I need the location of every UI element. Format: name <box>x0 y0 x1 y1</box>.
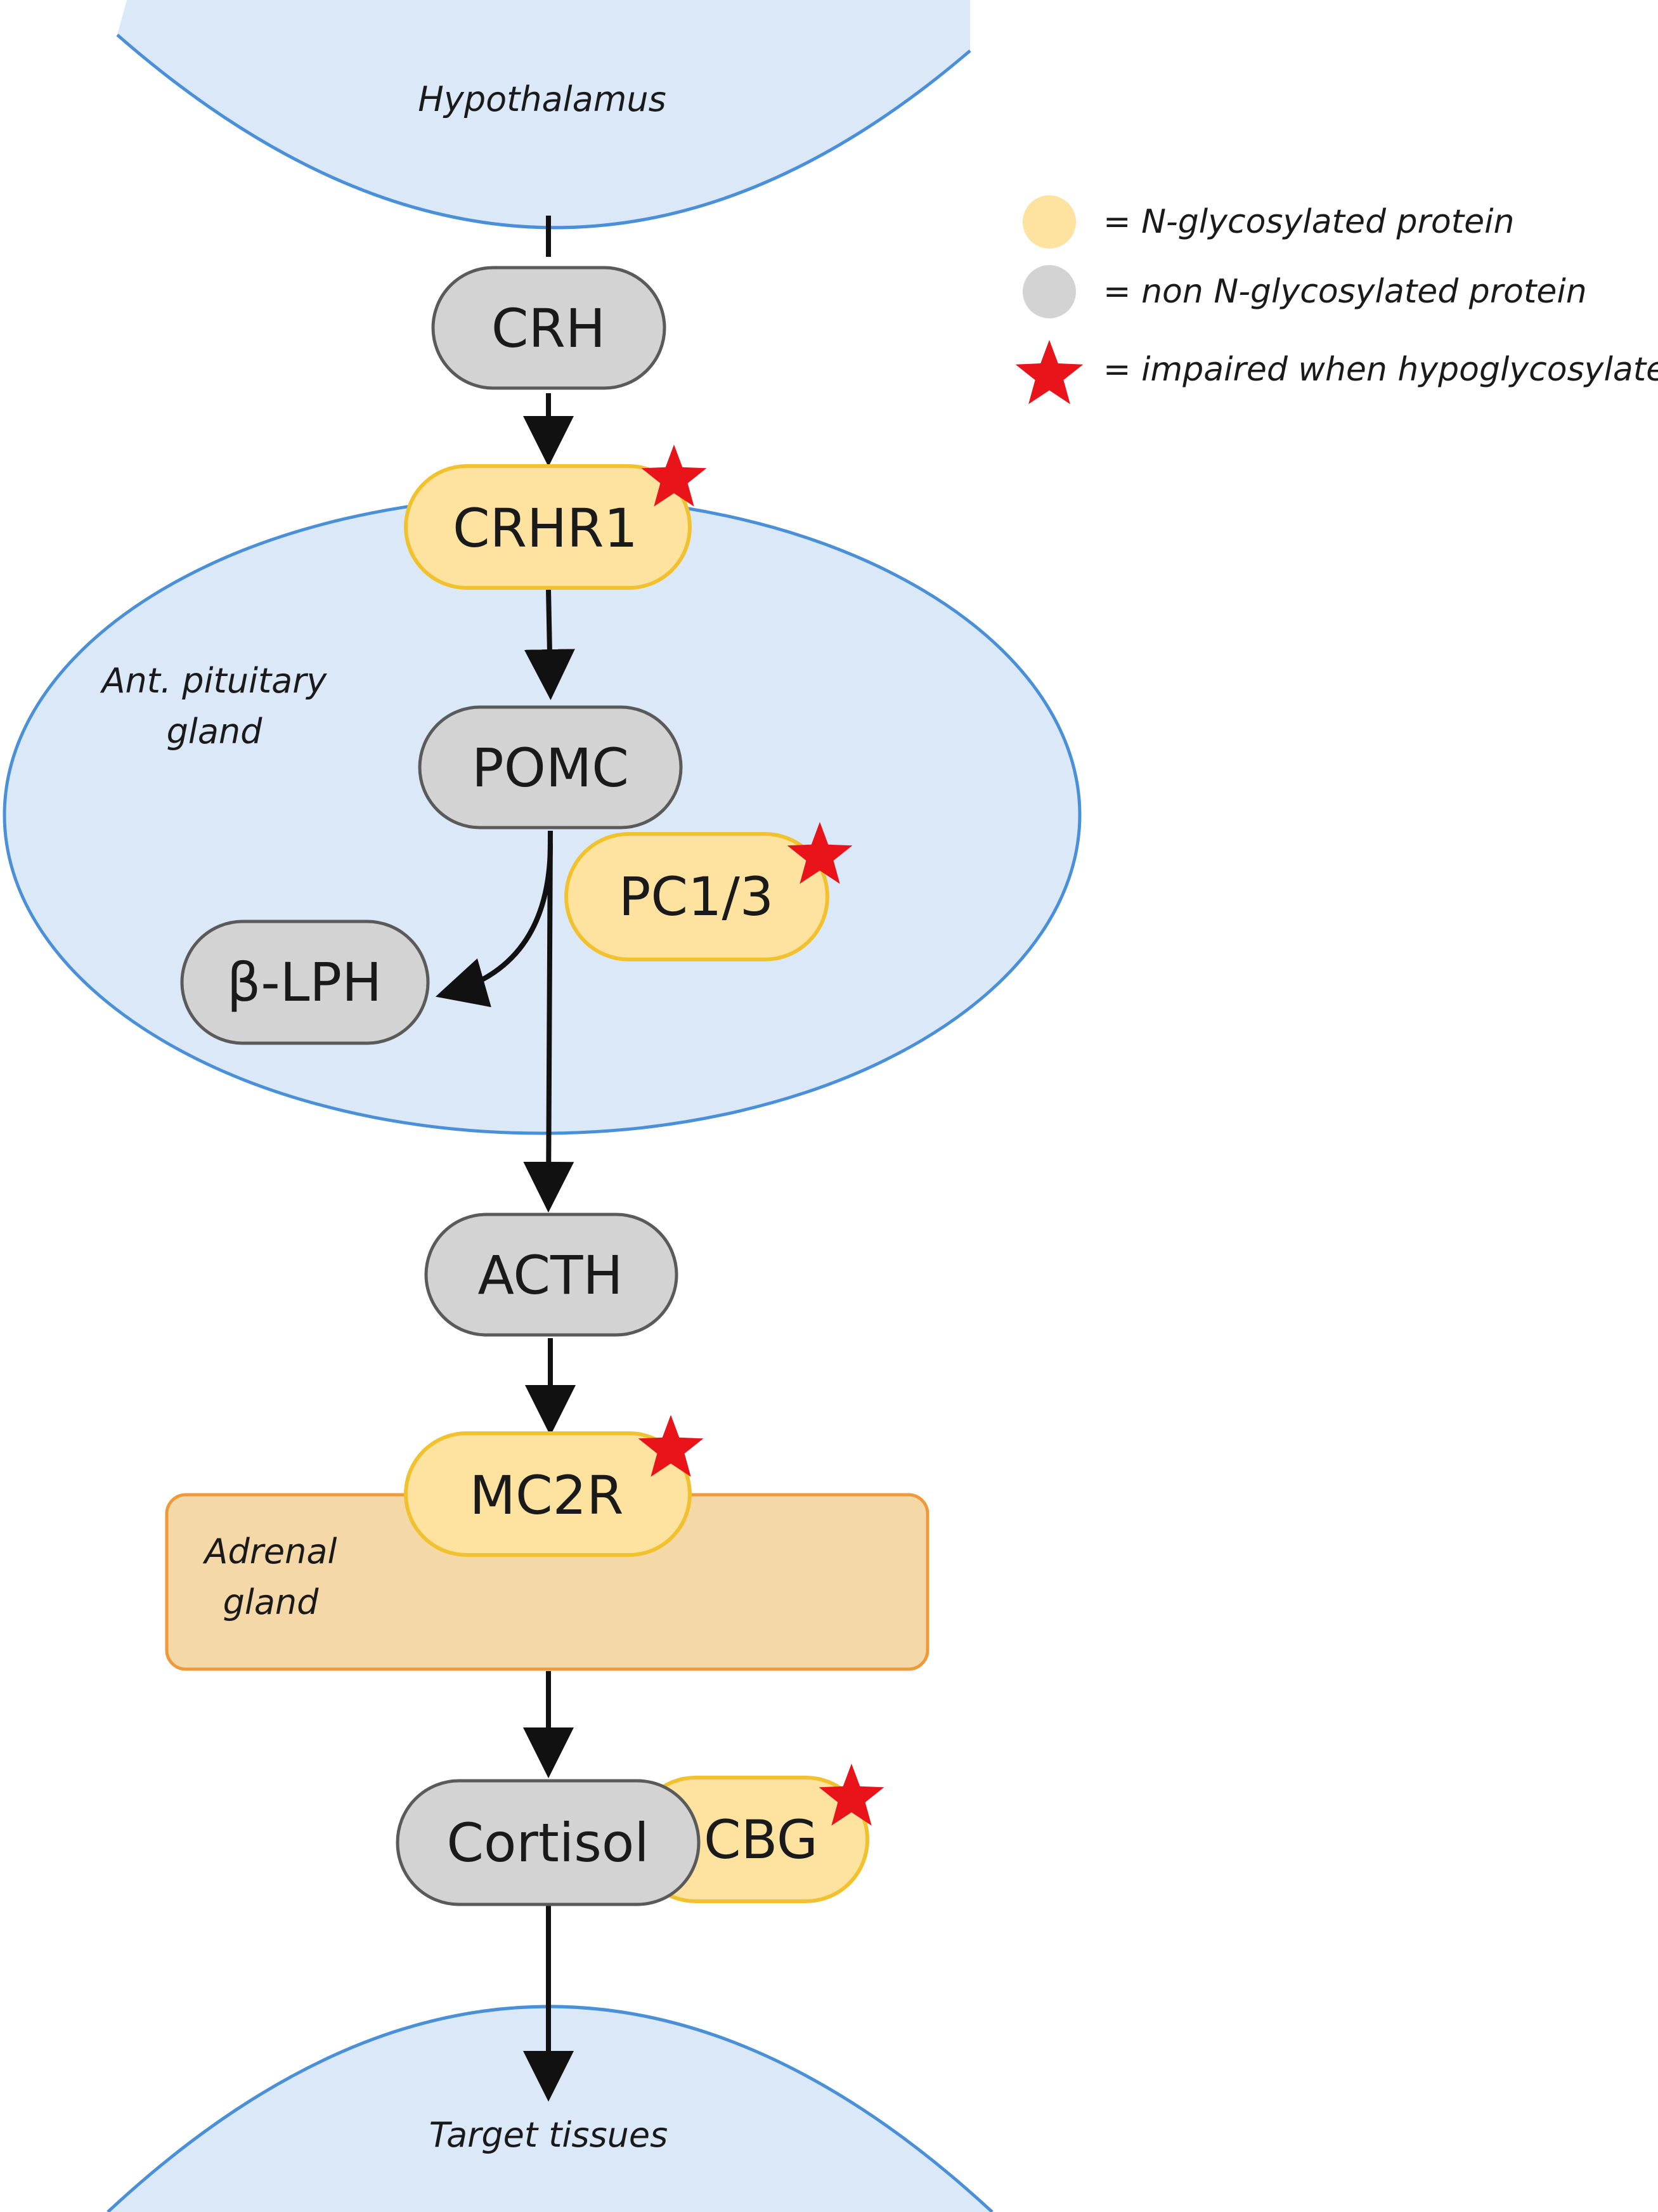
legend-glyco-icon <box>1023 195 1076 249</box>
mc2r-star-icon <box>638 1415 704 1477</box>
crh-label: CRH <box>491 297 606 360</box>
arrow-pomc-to-acth <box>523 830 574 1213</box>
legend-star-icon <box>1015 340 1084 405</box>
arrow-crhr1-to-pomc <box>524 589 575 700</box>
legend: = N-glycosylated protein = non N-glycosy… <box>1015 195 1658 405</box>
target-tissues-label: Target tissues <box>429 2115 668 2155</box>
cbg-star-icon <box>819 1764 884 1826</box>
blph-label: β-LPH <box>227 951 382 1013</box>
pituitary-label-line2: gland <box>167 712 263 751</box>
hypothalamus-label: Hypothalamus <box>418 79 666 119</box>
legend-nonglyco-text: = non N-glycosylated protein <box>1103 273 1587 311</box>
hypothalamus-region <box>117 0 970 228</box>
legend-star-text: = impaired when hypoglycosylated <box>1103 351 1658 389</box>
cortisol-node: Cortisol <box>396 1779 701 1906</box>
crhr1-star-icon <box>641 445 707 507</box>
pc13-node: PC1/3 <box>564 832 829 961</box>
legend-glyco-text: = N-glycosylated protein <box>1103 203 1514 241</box>
cortisol-label: Cortisol <box>446 1812 649 1874</box>
mc2r-label: MC2R <box>470 1464 624 1526</box>
adrenal-label-line2: gland <box>223 1582 320 1622</box>
crhr1-label: CRHR1 <box>453 497 638 559</box>
cbg-label: CBG <box>704 1809 818 1871</box>
pc13-label: PC1/3 <box>619 866 774 928</box>
legend-nonglyco-icon <box>1023 265 1076 318</box>
mc2r-node: MC2R <box>404 1431 692 1557</box>
crhr1-node: CRHR1 <box>404 464 692 590</box>
arrow-pomc-to-blph <box>435 843 553 1008</box>
adrenal-label-line1: Adrenal <box>203 1532 337 1571</box>
pomc-node: POMC <box>418 705 683 829</box>
pomc-label: POMC <box>472 737 629 799</box>
blph-node: β-LPH <box>180 920 430 1045</box>
crh-node: CRH <box>431 266 666 390</box>
pituitary-label-line1: Ant. pituitary <box>100 661 328 701</box>
acth-label: ACTH <box>477 1244 623 1306</box>
pc13-star-icon <box>787 822 853 884</box>
acth-node: ACTH <box>424 1213 678 1337</box>
